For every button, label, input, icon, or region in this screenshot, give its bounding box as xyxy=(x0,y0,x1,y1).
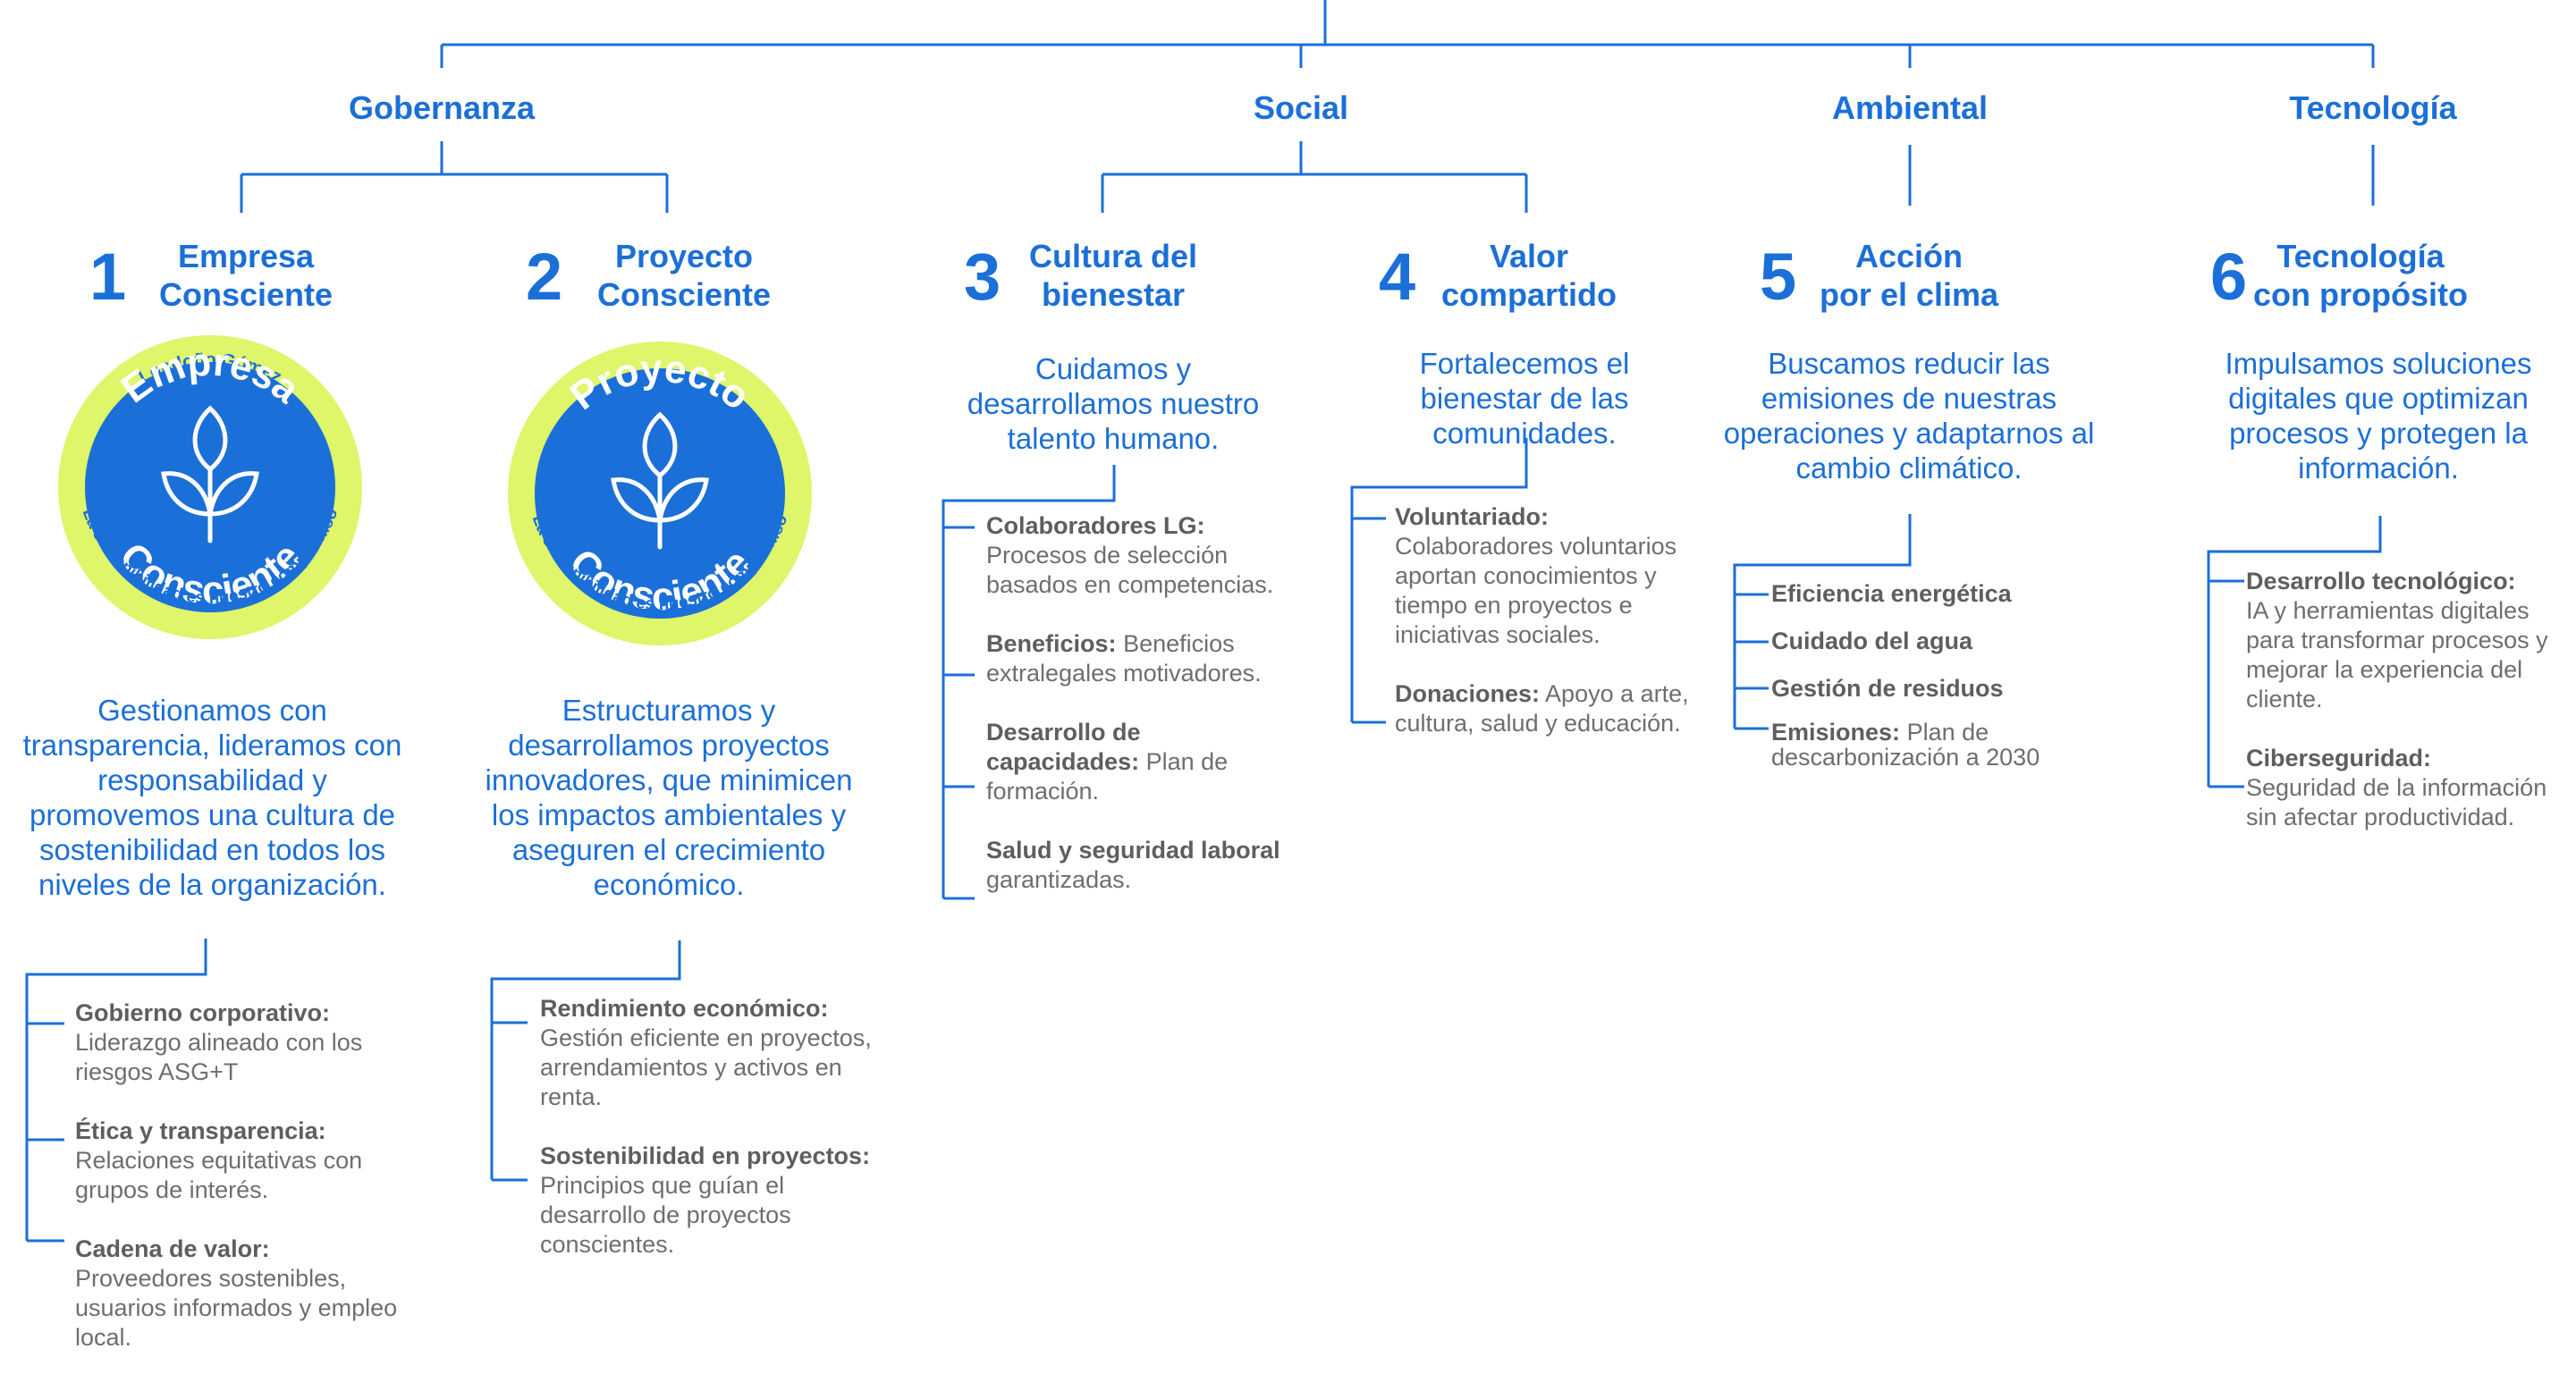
list-connector-1 xyxy=(25,939,207,1241)
pillar-list-3: Colaboradores LG:Procesos de selección b… xyxy=(986,511,1281,924)
pillar-list-1: Gobierno corporativo:Liderazgo alineado … xyxy=(75,999,415,1382)
pillar-desc-5: Buscamos reducir las emisiones de nuestr… xyxy=(1723,347,2095,485)
list-item: Cuidado del agua xyxy=(1771,628,1973,654)
pillar-desc-2: Estructuramos y desarrollamos proyectos … xyxy=(485,694,853,901)
gov-branch xyxy=(240,141,669,213)
pillar-list-4: Voluntariado:Colaboradores voluntarios a… xyxy=(1395,502,1717,768)
list-item: Ética y transparencia:Relaciones equitat… xyxy=(75,1117,363,1203)
list-item: Eficiencia energética xyxy=(1771,580,2012,607)
list-item: Sostenibilidad en proyectos: Principios … xyxy=(540,1142,871,1258)
list-item: Desarrollo de capacidades: Plan de forma… xyxy=(986,719,1229,805)
list-connector-2 xyxy=(490,940,681,1180)
pillar-desc-3: Cuidamos y desarrollamos nuestro talento… xyxy=(967,352,1260,455)
badge-proyecto-consciente: Proyecto Consciente La sostenibilidad es… xyxy=(508,341,812,645)
list-item: Rendimiento económico: Gestión eficiente… xyxy=(540,995,872,1110)
list-item: Gestión de residuos xyxy=(1771,675,2004,702)
pillar-number-4: 4 xyxy=(1379,240,1416,314)
list-item: Desarrollo tecnológico:IA y herramientas… xyxy=(2246,568,2548,712)
category-social: Social xyxy=(1253,89,1349,126)
list-connector-6 xyxy=(2207,516,2382,787)
list-item: Donaciones: Apoyo a arte, cultura, salud… xyxy=(1395,680,1689,737)
pillar-desc-6: Impulsamos soluciones digitales que opti… xyxy=(2225,347,2532,485)
pillar-number-1: 1 xyxy=(89,240,127,314)
list-item: Beneficios: Beneficios extralegales moti… xyxy=(986,630,1262,687)
pillar-list-6: Desarrollo tecnológico:IA y herramientas… xyxy=(2246,567,2559,862)
badge-word1: Proyecto xyxy=(562,347,758,419)
list-item: Colaboradores LG:Procesos de selección b… xyxy=(986,512,1274,598)
pillar-desc-1: Gestionamos con transparencia, lideramos… xyxy=(22,694,402,901)
pillar-list-5: Eficiencia energética Cuidado del agua G… xyxy=(1771,579,2120,770)
list-item: Cadena de valor:Proveedores sostenibles,… xyxy=(75,1235,398,1351)
category-tecnologia: Tecnología xyxy=(2289,89,2457,126)
list-connector-5 xyxy=(1733,514,1912,729)
category-gobernanza: Gobernanza xyxy=(348,89,536,126)
category-ambiental: Ambiental xyxy=(1831,89,1989,126)
list-item: Ciberseguridad:Seguridad de la informaci… xyxy=(2246,745,2547,830)
pillar-number-6: 6 xyxy=(2210,240,2248,314)
list-connector-4 xyxy=(1350,438,1528,722)
list-item: Gobierno corporativo:Liderazgo alineado … xyxy=(75,999,363,1085)
connector-lines xyxy=(25,0,2382,1243)
svg-text:Proyecto: Proyecto xyxy=(562,347,758,419)
pillar-number-5: 5 xyxy=(1760,240,1797,314)
list-connector-3 xyxy=(942,465,1116,898)
badge-empresa-consciente: Londoño Gómez Empresa Consciente La sost… xyxy=(58,335,362,639)
list-item: Voluntariado:Colaboradores voluntarios a… xyxy=(1395,503,1677,648)
pillar-number-3: 3 xyxy=(964,240,1001,314)
leaf-sprout-icon xyxy=(611,411,709,550)
list-item: Emisiones: Plan de descarbonización a 20… xyxy=(1771,719,2040,771)
pillar-number-2: 2 xyxy=(526,240,563,314)
list-item: Salud y seguridad laboral garantizadas. xyxy=(986,837,1280,893)
soc-branch xyxy=(1101,141,1528,213)
leaf-sprout-icon xyxy=(161,405,259,544)
pillar-desc-4: Fortalecemos el bienestar de las comunid… xyxy=(1419,347,1630,450)
pillar-list-2: Rendimiento económico: Gestión eficiente… xyxy=(540,994,880,1289)
